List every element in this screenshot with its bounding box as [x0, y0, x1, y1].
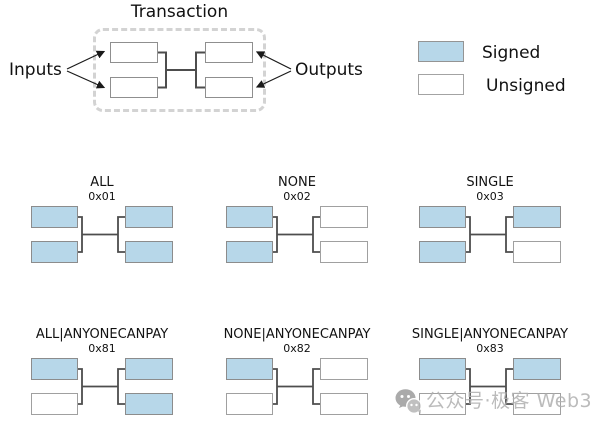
sighash-diagram-0x02: NONE 0x02	[197, 175, 397, 295]
sighash-diagram-0x81: ALL|ANYONECANPAY 0x81	[2, 327, 202, 425]
sighash-name: SINGLE|ANYONECANPAY	[411, 327, 569, 342]
sighash-boxes	[226, 206, 368, 263]
sighash-name: NONE|ANYONECANPAY	[223, 327, 371, 342]
legend-unsigned-label: Unsigned	[486, 76, 566, 96]
output-box-1	[125, 206, 173, 228]
sighash-connectors	[273, 368, 320, 405]
sighash-diagram-0x01: ALL 0x01	[2, 175, 202, 295]
transaction-dashed-border	[93, 28, 266, 112]
output-box-1	[320, 206, 368, 228]
sighash-boxes	[419, 358, 561, 415]
outputs-bracket	[195, 51, 205, 89]
sighash-code: 0x03	[476, 190, 504, 203]
sighash-diagram-0x03: SINGLE 0x03	[390, 175, 590, 295]
sighash-boxes	[226, 358, 368, 415]
input-box-2	[226, 241, 273, 263]
sighash-connectors	[466, 368, 513, 405]
transaction-input-box-2	[110, 77, 158, 98]
sighash-name: SINGLE	[466, 175, 514, 190]
input-box-2	[31, 393, 78, 415]
sighash-code: 0x01	[88, 190, 116, 203]
inputs-label: Inputs	[9, 60, 62, 80]
output-box-1	[513, 206, 561, 228]
transaction-output-box-2	[205, 77, 253, 98]
outputs-label: Outputs	[295, 60, 363, 80]
sighash-connectors	[78, 368, 125, 405]
input-box-1	[31, 358, 78, 380]
sighash-connectors	[273, 216, 320, 253]
transaction-title: Transaction	[130, 2, 229, 22]
sighash-diagram-0x82: NONE|ANYONECANPAY 0x82	[197, 327, 397, 425]
sighash-code: 0x02	[283, 190, 311, 203]
output-box-2	[320, 393, 368, 415]
sighash-code: 0x82	[283, 342, 311, 355]
output-box-2	[513, 393, 561, 415]
output-box-1	[125, 358, 173, 380]
watermark-text: 公众号·极客 Web3	[426, 390, 593, 412]
transaction-connectors	[66, 50, 292, 89]
sighash-connectors	[78, 216, 125, 253]
input-box-1	[31, 206, 78, 228]
output-box-2	[513, 241, 561, 263]
input-box-2	[31, 241, 78, 263]
transaction-input-box-1	[110, 42, 158, 63]
inputs-bracket	[158, 51, 167, 89]
output-box-2	[125, 393, 173, 415]
output-box-2	[125, 241, 173, 263]
sighash-boxes	[31, 206, 173, 263]
output-box-2	[320, 241, 368, 263]
sighash-name: ALL	[90, 175, 114, 190]
sighash-boxes	[419, 206, 561, 263]
sighash-code: 0x83	[476, 342, 504, 355]
sighash-diagram-0x83: SINGLE|ANYONECANPAY 0x83	[390, 327, 590, 425]
wechat-icon	[395, 389, 422, 414]
legend-signed-label: Signed	[482, 43, 541, 63]
input-box-1	[419, 206, 466, 228]
input-box-1	[226, 206, 273, 228]
transaction-output-box-1	[205, 42, 253, 63]
sighash-boxes	[31, 358, 173, 415]
legend-unsigned-swatch	[418, 74, 464, 95]
outputs-arrow-bottom	[255, 70, 292, 88]
sighash-name: ALL|ANYONECANPAY	[35, 327, 169, 342]
watermark: 公众号·极客 Web3	[395, 388, 592, 415]
legend-signed-swatch	[418, 41, 464, 62]
input-box-2	[226, 393, 273, 415]
inputs-arrow-top	[66, 50, 106, 70]
sighash-connectors	[466, 216, 513, 253]
input-box-1	[226, 358, 273, 380]
output-box-1	[320, 358, 368, 380]
outputs-arrow-top	[255, 51, 292, 70]
input-box-1	[419, 358, 466, 380]
sighash-name: NONE	[278, 175, 316, 190]
input-box-2	[419, 241, 466, 263]
inputs-arrow-bottom	[66, 70, 106, 89]
output-box-1	[513, 358, 561, 380]
sighash-code: 0x81	[88, 342, 116, 355]
